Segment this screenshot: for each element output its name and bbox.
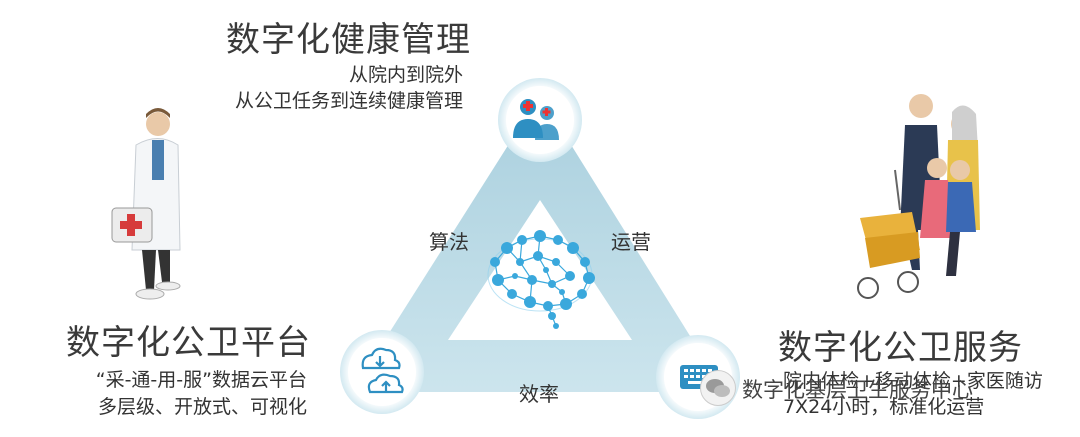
wechat-icon <box>700 370 736 406</box>
inner-triangle <box>448 200 632 340</box>
top-title: 数字化健康管理 <box>226 20 471 60</box>
right-title: 数字化公卫服务 <box>778 328 1023 368</box>
top-node-circle <box>498 78 582 162</box>
edge-label-left: 算法 <box>429 230 469 254</box>
left-title: 数字化公卫平台 <box>66 323 311 363</box>
top-subtitle-1: 从院内到院外 <box>348 64 463 86</box>
family-illustration <box>857 94 980 299</box>
right-subtitle-2: 7X24小时，标准化运营 <box>783 396 985 418</box>
top-subtitle-2: 从公卫任务到连续健康管理 <box>234 90 463 112</box>
edge-label-right: 运营 <box>611 230 651 254</box>
watermark-text: 数字化基层卫生服务中心 <box>742 378 973 402</box>
right-subtitle-1: 院内体检+移动体检+家医随访 <box>783 370 1043 392</box>
edge-label-bottom: 效率 <box>519 382 559 406</box>
doctor-illustration <box>111 108 181 300</box>
left-node-circle <box>340 330 424 414</box>
doctors-icon <box>513 99 559 140</box>
left-subtitle-2: 多层级、开放式、可视化 <box>97 396 307 418</box>
left-subtitle-1: “采-通-用-服”数据云平台 <box>95 369 307 391</box>
brain-network-icon <box>487 230 595 329</box>
cloud-sync-icon <box>361 347 404 394</box>
